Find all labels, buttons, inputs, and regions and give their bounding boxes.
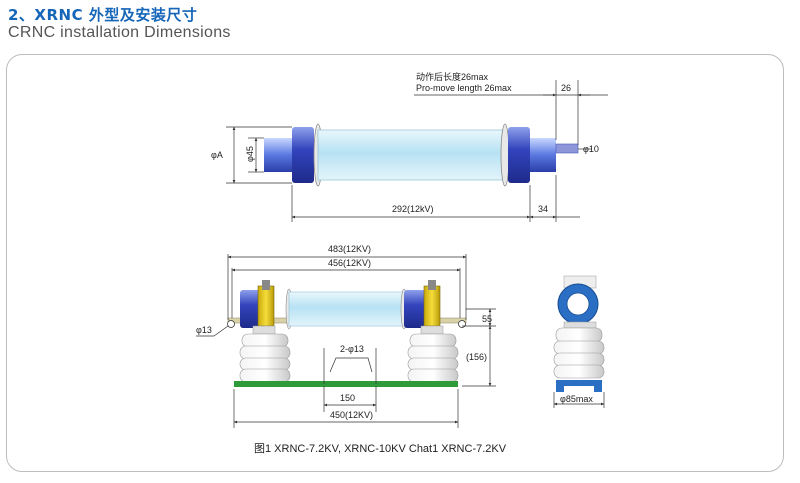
dim-phi45: φ45 <box>245 146 255 162</box>
top-fuse-view <box>264 123 579 187</box>
left-mount-hole <box>227 320 235 328</box>
left-insulator <box>239 325 291 383</box>
side-insulator-shed-4 <box>553 364 605 379</box>
pro-move-label-en: Pro-move length 26max <box>416 83 512 93</box>
fuse-tube <box>317 129 505 181</box>
left-clamp <box>257 285 275 327</box>
top-dimension-lines <box>226 80 608 222</box>
side-insulator-shed-2 <box>553 340 605 355</box>
dim-156: (156) <box>466 352 487 362</box>
dim-483: 483(12KV) <box>328 244 371 254</box>
dim-55: 55 <box>482 314 492 324</box>
right-mount-hole <box>458 320 466 328</box>
dim-456: 456(12KV) <box>328 258 371 268</box>
dim-450: 450(12KV) <box>330 410 373 420</box>
side-end-cap-center <box>566 292 590 316</box>
dim-phi10: φ10 <box>583 144 599 154</box>
side-dimension-lines <box>553 392 605 408</box>
right-insulator <box>407 325 459 383</box>
pro-move-label-cn: 动作后长度26max <box>416 71 489 82</box>
dim-phi13: φ13 <box>196 325 212 335</box>
dim-292: 292(12kV) <box>392 204 434 214</box>
mount-dimension-lines <box>196 254 496 428</box>
page-title-cn: 2、XRNC 外型及安装尺寸 <box>8 6 198 24</box>
side-base-channel <box>556 380 602 392</box>
left-end-cap <box>292 127 314 183</box>
dim-26: 26 <box>561 83 571 93</box>
left-clamp-bolt <box>262 280 270 290</box>
right-clamp-bolt <box>428 280 436 290</box>
side-clamp-bottom <box>563 321 597 329</box>
mounted-fuse-view <box>227 280 467 387</box>
mounted-tube <box>288 291 404 327</box>
dim-2phi13: 2-φ13 <box>340 344 364 354</box>
base-plate <box>234 381 458 387</box>
right-terminal-stub <box>530 138 556 172</box>
dim-34: 34 <box>538 204 548 214</box>
dim-150: 150 <box>340 393 355 403</box>
figure-caption: 图1 XRNC-7.2KV, XRNC-10KV Chat1 XRNC-7.2K… <box>254 442 507 455</box>
striker-pin <box>555 143 579 154</box>
dim-phi85max: φ85max <box>560 394 593 404</box>
right-flange <box>500 123 510 187</box>
right-end-cap <box>508 127 530 183</box>
dim-phiA: φA <box>211 150 223 160</box>
side-view <box>553 275 605 392</box>
page-title-en: CRNC installation Dimensions <box>8 24 231 41</box>
side-insulator-shed-3 <box>553 352 605 367</box>
left-terminal-stub <box>264 138 294 172</box>
diagram-frame <box>6 54 784 472</box>
side-insulator-shed-1 <box>555 327 603 343</box>
right-clamp <box>423 285 441 327</box>
